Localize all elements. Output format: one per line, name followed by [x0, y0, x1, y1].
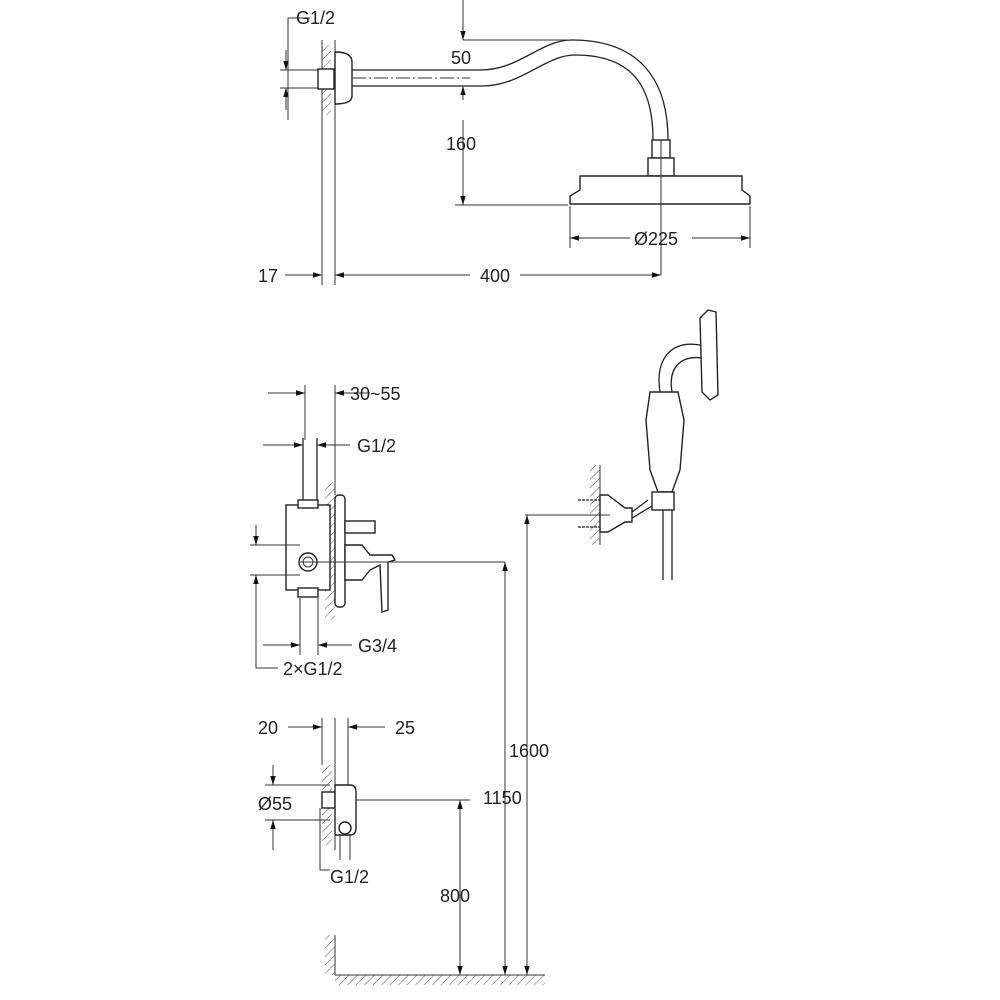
floor-and-wall [325, 935, 545, 985]
shower-head [569, 175, 751, 205]
wall-flange [334, 51, 353, 105]
arm-projection-label: 400 [480, 266, 510, 286]
floor-hatch [335, 975, 545, 985]
leader-line [287, 17, 310, 120]
hand-shower-bracket [599, 494, 633, 533]
wall-outlet-view: 20 25 Ø55 G1/2 800 [258, 718, 470, 975]
hose-connector [338, 821, 352, 835]
wall-outlet-elbow [334, 784, 357, 836]
right-offset-label: 25 [395, 718, 415, 738]
wall-depth-label: 30~55 [350, 384, 401, 404]
outlet-thread-label: G1/2 [357, 436, 396, 456]
valve-cover-plate [334, 494, 346, 608]
hose [662, 510, 673, 580]
height-dimensions: 1600 1150 [483, 515, 549, 975]
flange-depth-label: 17 [258, 266, 278, 286]
threaded-nipple [317, 68, 335, 90]
hand-shower-handle [645, 391, 685, 493]
bracket-height-label: 1150 [483, 788, 522, 808]
mixer-valve-view: 30~55 G1/2 2×G1/2 G3/4 [250, 384, 505, 679]
hand-shower-head [699, 309, 719, 401]
hand-shower-neck [658, 343, 704, 393]
shower-arm-inner [352, 54, 654, 141]
outlet-height-label: 800 [440, 886, 470, 906]
inlet-threads-label: 2×G1/2 [283, 659, 343, 679]
body-thread-label: G3/4 [358, 636, 397, 656]
valve-body [285, 504, 331, 591]
arm-rise-label: 50 [451, 48, 471, 68]
hand-shower-view [525, 309, 719, 580]
inlet-thread-label: G1/2 [296, 8, 335, 28]
head-drop-label: 160 [446, 134, 476, 154]
valve-handle [344, 544, 397, 613]
left-offset-label: 20 [258, 718, 278, 738]
overhead-shower-view: G1/2 50 160 Ø225 17 400 [258, 0, 751, 286]
outlet-thread-label: G1/2 [330, 867, 369, 887]
valve-height-label: 1600 [509, 741, 549, 761]
flange-diameter-label: Ø55 [258, 794, 292, 814]
diverter-knob [344, 520, 376, 534]
shower-arm-outer [352, 39, 669, 141]
wall-hatch [590, 465, 600, 545]
head-diameter-label: Ø225 [634, 229, 678, 249]
outlet-thread [321, 791, 336, 809]
